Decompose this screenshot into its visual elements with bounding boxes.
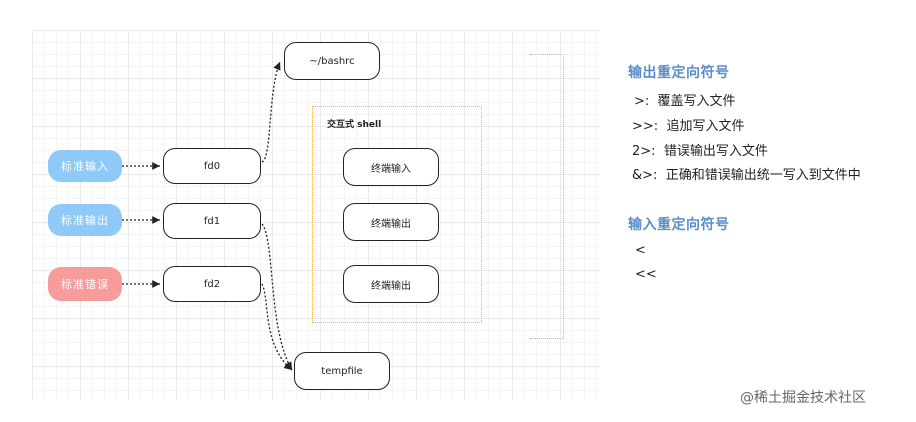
fd0-box: fd0: [163, 148, 261, 184]
output-desc: 错误输出写入文件: [663, 144, 768, 159]
bashrc-box: ~/bashrc: [284, 42, 380, 80]
output-symbol: >>:: [632, 119, 659, 134]
diagram-canvas: [32, 30, 600, 400]
terminal-output-box-2: 终端输出: [343, 265, 439, 303]
footer-watermark: @稀土掘金技术社区: [740, 390, 866, 406]
terminal-input-box: 终端输入: [343, 148, 439, 186]
fd1-box: fd1: [163, 203, 261, 239]
fd2-box: fd2: [163, 266, 261, 302]
output-symbol: 2>:: [632, 144, 656, 159]
output-line: >: 覆盖写入文件: [634, 90, 736, 109]
terminal-output-box: 终端输出: [343, 203, 439, 241]
tempfile-box: tempfile: [294, 352, 390, 390]
output-line: >>: 追加写入文件: [632, 115, 744, 134]
input-standard-error: 标准错误: [48, 267, 122, 301]
output-section-title: 输出重定向符号: [628, 65, 730, 81]
outer-dotted-frame: [530, 54, 564, 339]
input-standard-output: 标准输出: [48, 204, 122, 236]
output-desc: 正确和错误输出统一写入到文件中: [665, 168, 861, 183]
input-section-title: 输入重定向符号: [628, 217, 730, 233]
output-symbol: >:: [634, 94, 650, 109]
connector-fd2-tempfile: [261, 283, 293, 371]
shell-title: 交互式 shell: [327, 120, 382, 130]
output-desc: 覆盖写入文件: [657, 94, 736, 109]
output-desc: 追加写入文件: [666, 119, 745, 134]
connector-fd1-tempfile: [261, 223, 293, 371]
connector-fd0-bashrc: [261, 61, 281, 163]
input-line: <<: [635, 267, 657, 282]
output-line: &>: 正确和错误输出统一写入到文件中: [632, 164, 861, 183]
output-symbol: &>:: [632, 168, 658, 183]
shell-frame: [312, 106, 482, 323]
input-line: <: [635, 243, 646, 258]
output-line: 2>: 错误输出写入文件: [632, 140, 768, 159]
input-standard-input: 标准输入: [48, 150, 122, 182]
